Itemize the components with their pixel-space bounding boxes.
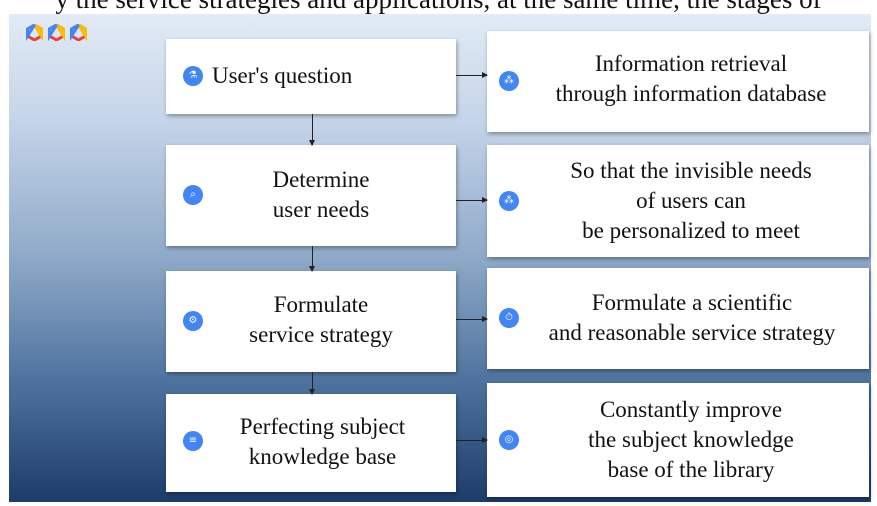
header-text-fragment: y the service strategies and application… — [0, 0, 877, 15]
step-line: service strategy — [249, 322, 393, 347]
arrow-right — [456, 316, 488, 322]
result-line: Information retrieval — [594, 51, 788, 76]
search-icon: ⌕ — [183, 185, 203, 205]
arrow-right — [456, 72, 488, 78]
result-label: Formulate a scientific and reasonable se… — [521, 288, 863, 348]
step-line: User's question — [212, 63, 353, 88]
step-line: Formulate — [273, 292, 369, 317]
timer-icon: ⏱ — [499, 308, 519, 328]
result-label: So that the invisible needs of users can… — [523, 156, 859, 246]
step-box-determine-needs: ⌕ Determine user needs — [166, 145, 456, 246]
arrow-right — [456, 197, 488, 203]
hexagon-logo-icon — [70, 24, 87, 41]
step-label: Perfecting subject knowledge base — [210, 412, 435, 472]
gear-icon: ⚙ — [183, 311, 203, 331]
logo — [26, 24, 87, 41]
nodes-icon: ⁂ — [499, 71, 519, 91]
result-line: Formulate a scientific — [591, 290, 793, 315]
list-icon: ≡ — [183, 431, 203, 451]
flask-icon: ⚗ — [183, 66, 203, 86]
step-label: User's question — [212, 61, 362, 91]
hexagon-logo-icon — [48, 24, 65, 41]
result-line: So that the invisible needs — [570, 158, 812, 183]
step-line: knowledge base — [248, 444, 397, 469]
nodes-icon: ⁂ — [499, 191, 519, 211]
result-line: and reasonable service strategy — [548, 320, 836, 345]
result-line: of users can — [636, 188, 746, 213]
result-box-invisible-needs: ⁂ So that the invisible needs of users c… — [487, 145, 869, 257]
step-box-formulate-strategy: ⚙ Formulate service strategy — [166, 271, 456, 372]
result-line: base of the library — [607, 457, 775, 482]
result-box-scientific-strategy: ⏱ Formulate a scientific and reasonable … — [487, 268, 869, 369]
step-line: Perfecting subject — [239, 414, 406, 439]
step-line: Determine — [272, 167, 370, 192]
target-icon: ◎ — [499, 430, 519, 450]
result-label: Information retrieval through informatio… — [523, 49, 859, 109]
result-label: Constantly improve the subject knowledge… — [523, 395, 859, 485]
step-label: Determine user needs — [216, 165, 426, 225]
result-line: the subject knowledge — [588, 427, 794, 452]
step-box-perfecting-knowledge: ≡ Perfecting subject knowledge base — [166, 394, 456, 492]
step-label: Formulate service strategy — [216, 290, 426, 350]
arrow-right — [456, 437, 488, 443]
arrow-down — [309, 246, 315, 272]
result-line: Constantly improve — [599, 397, 783, 422]
result-box-improve-knowledge: ◎ Constantly improve the subject knowled… — [487, 383, 869, 497]
result-line: through information database — [555, 81, 827, 106]
hexagon-logo-icon — [26, 24, 43, 41]
result-line: be personalized to meet — [582, 218, 800, 243]
arrow-down — [309, 372, 315, 395]
result-box-information-retrieval: ⁂ Information retrieval through informat… — [487, 31, 869, 132]
arrow-down — [309, 114, 315, 146]
step-line: user needs — [272, 197, 370, 222]
step-box-users-question: ⚗ User's question — [166, 39, 456, 114]
